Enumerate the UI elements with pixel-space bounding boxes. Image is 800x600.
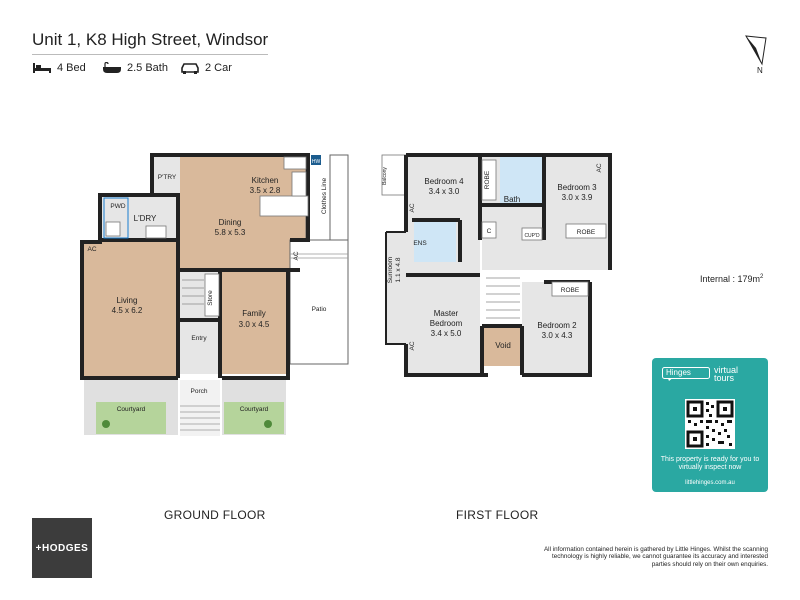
hw-label: HW bbox=[312, 159, 321, 165]
bath-label: Bath bbox=[504, 195, 520, 204]
bedroom3-dims: 3.0 x 3.9 bbox=[562, 193, 593, 202]
north-label: N bbox=[757, 66, 763, 75]
entry-fill bbox=[178, 322, 220, 374]
kitchen-label: Kitchen bbox=[252, 176, 279, 185]
ac-label-dining: AC bbox=[293, 251, 300, 260]
internal-area: Internal : 179m2 bbox=[700, 274, 763, 284]
plant-right-icon bbox=[264, 420, 272, 428]
feature-bed: 4 Bed bbox=[32, 62, 86, 74]
family-label: Family bbox=[242, 309, 266, 318]
north-arrow-icon bbox=[744, 34, 770, 71]
hinges-logo-icon bbox=[662, 367, 710, 383]
plant-left-icon bbox=[102, 420, 110, 428]
feature-bath: 2.5 Bath bbox=[102, 62, 168, 74]
qr-code-icon[interactable] bbox=[685, 399, 735, 449]
entry-label: Entry bbox=[191, 335, 207, 342]
agency-logo: +HODGES bbox=[32, 518, 92, 578]
hinges-brand-name: Hinges bbox=[666, 368, 691, 377]
family-fill bbox=[220, 268, 288, 374]
ac-label-bed3: AC bbox=[596, 163, 603, 172]
hinges-brand bbox=[662, 367, 710, 383]
hinges-tagline-2: tours bbox=[714, 373, 735, 383]
bedroom2-dims: 3.0 x 4.3 bbox=[542, 331, 573, 340]
family-dims: 3.0 x 4.5 bbox=[239, 320, 270, 329]
ensuite-label: ENS bbox=[413, 240, 427, 247]
hinges-tagline-1: virtual bbox=[714, 365, 739, 375]
hinges-message: This property is ready for you to virtua… bbox=[660, 456, 760, 471]
living-label: Living bbox=[117, 296, 138, 305]
powder-label: PWD bbox=[110, 203, 125, 210]
bath-icon bbox=[102, 62, 122, 74]
porch-fill bbox=[180, 380, 220, 436]
internal-area-text: Internal : 179m bbox=[700, 274, 761, 284]
cupboard-c-label: C bbox=[487, 228, 492, 235]
disclaimer-text: All information contained herein is gath… bbox=[543, 546, 768, 568]
ac-label-bed4: AC bbox=[409, 203, 416, 212]
master-label: Master bbox=[434, 309, 459, 318]
dining-label: Dining bbox=[219, 218, 242, 227]
bedroom2-label: Bedroom 2 bbox=[537, 321, 577, 330]
sunroom-dims: 1.1 x 4.8 bbox=[395, 257, 402, 282]
bath-tile-fill bbox=[500, 157, 542, 203]
bed-count: 4 Bed bbox=[57, 62, 86, 74]
store-label: Store bbox=[207, 290, 214, 306]
internal-area-unit: 2 bbox=[760, 274, 764, 280]
void-fill bbox=[484, 326, 522, 366]
bed-icon bbox=[32, 62, 52, 74]
bedroom4-label: Bedroom 4 bbox=[424, 177, 464, 186]
courtyard-left-label: Courtyard bbox=[117, 406, 146, 413]
courtyard-right-label: Courtyard bbox=[240, 406, 269, 413]
balcony-label: Balcony bbox=[382, 167, 388, 185]
first-floor-label: FIRST FLOOR bbox=[456, 508, 539, 522]
car-count: 2 Car bbox=[205, 62, 232, 74]
ground-floor-label: GROUND FLOOR bbox=[164, 508, 266, 522]
dining-dims: 5.8 x 5.3 bbox=[215, 228, 246, 237]
ensuite-tile-fill bbox=[414, 222, 456, 262]
clothes-line-label: Clothes Line bbox=[321, 178, 328, 215]
robe-label-bed2: ROBE bbox=[561, 287, 580, 294]
robe-label-bed3: ROBE bbox=[577, 229, 596, 236]
page-title: Unit 1, K8 High Street, Windsor bbox=[32, 30, 269, 49]
first-floor-plan: Bedroom 4 3.4 x 3.0 Bedroom 3 3.0 x 3.9 … bbox=[381, 153, 612, 377]
robe-label-bed4: ROBE bbox=[484, 170, 491, 189]
lawn-left bbox=[96, 402, 166, 434]
title-divider bbox=[32, 54, 268, 55]
bedroom4-dims: 3.4 x 3.0 bbox=[429, 187, 460, 196]
ac-label-living: AC bbox=[87, 246, 96, 253]
hinges-tagline: virtual tours bbox=[714, 365, 739, 383]
hinges-url[interactable]: littlehinges.com.au bbox=[685, 480, 735, 486]
feature-car: 2 Car bbox=[180, 62, 232, 74]
sunroom-label: Sunroom bbox=[387, 257, 394, 283]
lawn-right bbox=[224, 402, 284, 434]
void-label: Void bbox=[495, 341, 511, 350]
car-icon bbox=[180, 62, 200, 74]
living-fill bbox=[84, 242, 178, 377]
laundry-label: L'DRY bbox=[134, 214, 157, 223]
pantry-fill bbox=[152, 155, 180, 195]
bath-count: 2.5 Bath bbox=[127, 62, 168, 74]
kitchen-dims: 3.5 x 2.8 bbox=[250, 186, 281, 195]
virtual-tour-card[interactable]: Hinges virtual tours This property is re… bbox=[652, 358, 768, 492]
ground-floor-plan: Kitchen 3.5 x 2.8 Dining 5.8 x 5.3 Livin… bbox=[80, 153, 349, 436]
pantry-label: P'TRY bbox=[158, 174, 177, 181]
master-label-2: Bedroom bbox=[430, 319, 463, 328]
porch-label: Porch bbox=[191, 388, 208, 395]
cupboard-label: CUP'D bbox=[524, 233, 540, 239]
ac-label-master: AC bbox=[409, 341, 416, 350]
patio-label: Patio bbox=[312, 306, 327, 313]
master-dims: 3.4 x 5.0 bbox=[431, 329, 462, 338]
bedroom3-label: Bedroom 3 bbox=[557, 183, 597, 192]
living-dims: 4.5 x 6.2 bbox=[112, 306, 143, 315]
